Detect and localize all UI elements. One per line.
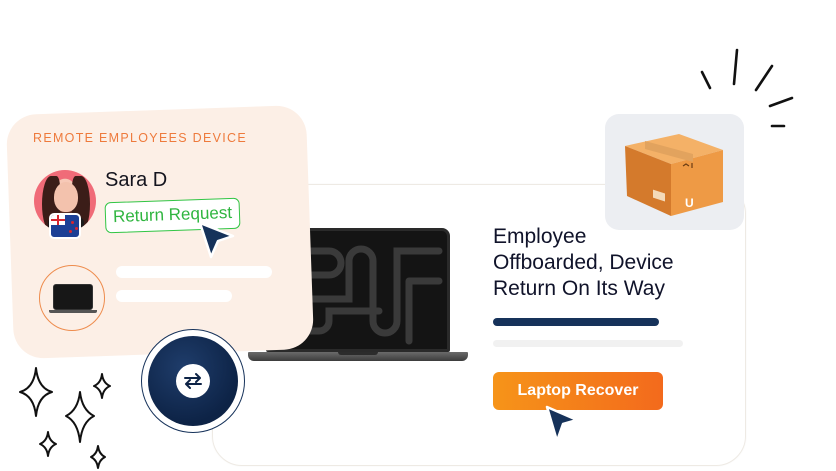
cursor-icon <box>198 221 235 259</box>
new-zealand-flag-icon <box>49 213 81 239</box>
headline: Employee Offboarded, Device Return On It… <box>493 224 733 302</box>
wallpaper-pattern <box>275 245 443 345</box>
cursor-icon <box>545 405 579 443</box>
headline-line-3: Return On Its Way <box>493 277 665 300</box>
section-title: REMOTE EMPLOYEES DEVICE <box>33 131 247 145</box>
svg-text:U: U <box>685 196 694 210</box>
employee-name: Sara D <box>105 169 168 191</box>
laptop-icon <box>39 265 105 331</box>
swap-button[interactable] <box>141 329 245 433</box>
package-tile: U <box>605 114 744 230</box>
progress-bar-secondary <box>493 340 683 347</box>
package-box-icon: U <box>625 134 723 216</box>
laptop-notch <box>338 352 378 355</box>
placeholder-line <box>116 266 272 278</box>
sparkle-icon <box>19 367 111 469</box>
headline-line-1: Employee <box>493 225 587 248</box>
placeholder-line <box>116 290 232 302</box>
progress-bar-primary <box>493 318 659 326</box>
laptop-recover-button[interactable]: Laptop Recover <box>493 372 663 410</box>
headline-line-2: Offboarded, Device <box>493 251 674 274</box>
laptop-base <box>248 352 468 361</box>
burst-lines-icon <box>700 48 794 128</box>
swap-arrows-icon <box>176 364 210 398</box>
